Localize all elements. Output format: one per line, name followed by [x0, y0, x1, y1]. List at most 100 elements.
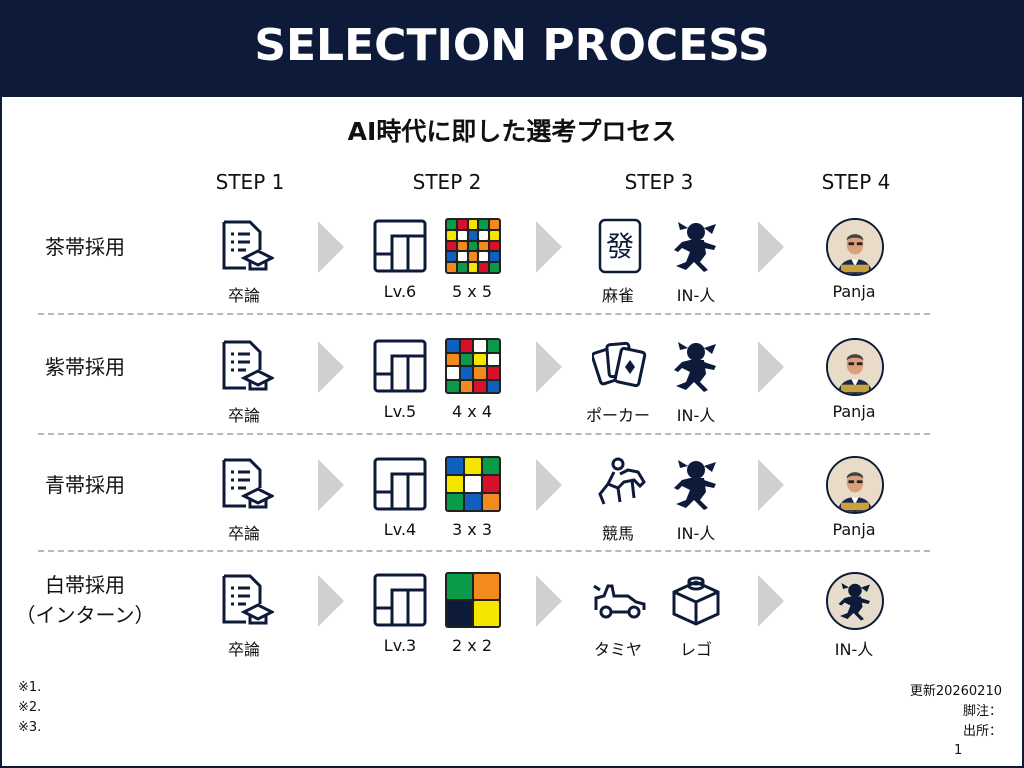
- row-label: 青帯採用: [45, 473, 125, 497]
- step3-label-a: 麻雀: [601, 286, 634, 305]
- cube-tile: [479, 230, 489, 240]
- cube-tile: [465, 476, 481, 492]
- step3-label-a: タミヤ: [593, 640, 642, 659]
- cube-tile: [474, 574, 499, 599]
- thesis-icon: [218, 338, 276, 394]
- cube-tile: [468, 263, 478, 272]
- cube-size-label: 3 x 3: [452, 520, 492, 539]
- note-2: ※2.: [18, 700, 42, 715]
- cube-tile: [457, 252, 467, 262]
- cube-tile: [483, 494, 499, 510]
- cube-tile: [447, 340, 459, 352]
- cube-tile: [460, 340, 472, 352]
- panja-avatar: [826, 218, 884, 276]
- step4-label: Panja: [832, 520, 876, 539]
- arrow-icon: [536, 575, 562, 627]
- step3-label-a: 競馬: [601, 524, 634, 543]
- cube-tile: [447, 353, 459, 365]
- cube-tile: [474, 367, 486, 379]
- cube-tile: [468, 241, 478, 251]
- cube-tile: [447, 601, 472, 626]
- cube-tile: [465, 494, 481, 510]
- thesis-icon: [218, 456, 276, 512]
- playing-cards-icon: [590, 338, 648, 394]
- cube-tile: [465, 458, 481, 474]
- cube-tile: [457, 230, 467, 240]
- puzzle-level-icon: [372, 338, 428, 394]
- cube-tile: [487, 353, 499, 365]
- in-jin-runner-icon: [668, 456, 724, 512]
- in-jin-runner-icon: [668, 218, 724, 274]
- cube-tile: [447, 220, 456, 229]
- mahjong-tile-icon: 發: [592, 218, 648, 274]
- step4-label: IN-人: [834, 640, 874, 659]
- rubiks-cube-icon: [445, 338, 501, 394]
- cube-tile: [457, 241, 467, 251]
- panja-avatar: [826, 456, 884, 514]
- slide-subtitle: AI時代に即した選考プロセス: [347, 117, 677, 146]
- puzzle-level-icon: [372, 572, 428, 628]
- cube-tile: [490, 263, 499, 272]
- arrow-icon: [318, 341, 344, 393]
- cube-tile: [487, 380, 499, 392]
- row-label-sub: （インターン）: [15, 603, 155, 627]
- step1-label: 卒論: [227, 524, 260, 543]
- updated-date: 更新20260210: [909, 684, 1002, 699]
- cube-tile: [474, 340, 486, 352]
- arrow-icon: [318, 459, 344, 511]
- row-divider: [38, 313, 930, 315]
- arrow-icon: [758, 341, 784, 393]
- cube-tile: [479, 263, 489, 272]
- source-label: 出所：: [962, 724, 1002, 739]
- cube-tile: [447, 476, 463, 492]
- cube-tile: [468, 230, 478, 240]
- lego-brick-icon: [668, 572, 724, 628]
- cube-tile: [447, 494, 463, 510]
- arrow-icon: [318, 575, 344, 627]
- cube-tile: [460, 353, 472, 365]
- slide-header: SELECTION PROCESS: [0, 0, 1024, 97]
- step-4-heading: STEP 4: [821, 170, 891, 194]
- puzzle-level-icon: [372, 218, 428, 274]
- arrow-icon: [758, 459, 784, 511]
- cube-tile: [479, 241, 489, 251]
- arrow-icon: [318, 221, 344, 273]
- cube-tile: [483, 458, 499, 474]
- step-2-heading: STEP 2: [412, 170, 482, 194]
- step3-label-b: レゴ: [679, 640, 712, 659]
- cube-tile: [447, 230, 456, 240]
- cube-tile: [460, 380, 472, 392]
- level-label: Lv.6: [383, 282, 417, 301]
- step-1-heading: STEP 1: [215, 170, 285, 194]
- svg-text:發: 發: [606, 230, 634, 263]
- cube-tile: [490, 252, 499, 262]
- arrow-icon: [758, 221, 784, 273]
- cube-tile: [474, 353, 486, 365]
- cube-tile: [447, 367, 459, 379]
- cube-tile: [457, 220, 467, 229]
- cube-tile: [487, 340, 499, 352]
- cube-tile: [474, 601, 499, 626]
- cube-size-label: 5 x 5: [452, 282, 492, 301]
- step3-label-b: IN-人: [676, 286, 716, 305]
- cube-tile: [447, 380, 459, 392]
- page-number: 1: [954, 743, 963, 758]
- rubiks-cube-icon: [445, 572, 501, 628]
- cube-tile: [447, 574, 472, 599]
- cube-tile: [468, 252, 478, 262]
- in-jin-runner-icon: [668, 338, 724, 394]
- cube-tile: [447, 458, 463, 474]
- row-divider: [38, 550, 930, 552]
- thesis-icon: [218, 218, 276, 274]
- cube-tile: [490, 230, 499, 240]
- row-divider: [38, 433, 930, 435]
- cube-tile: [490, 220, 499, 229]
- step3-label-b: IN-人: [676, 524, 716, 543]
- cube-tile: [468, 220, 478, 229]
- cube-tile: [457, 263, 467, 272]
- arrow-icon: [536, 221, 562, 273]
- level-label: Lv.4: [383, 520, 417, 539]
- cube-tile: [490, 241, 499, 251]
- step1-label: 卒論: [227, 286, 260, 305]
- cube-size-label: 2 x 2: [452, 636, 492, 655]
